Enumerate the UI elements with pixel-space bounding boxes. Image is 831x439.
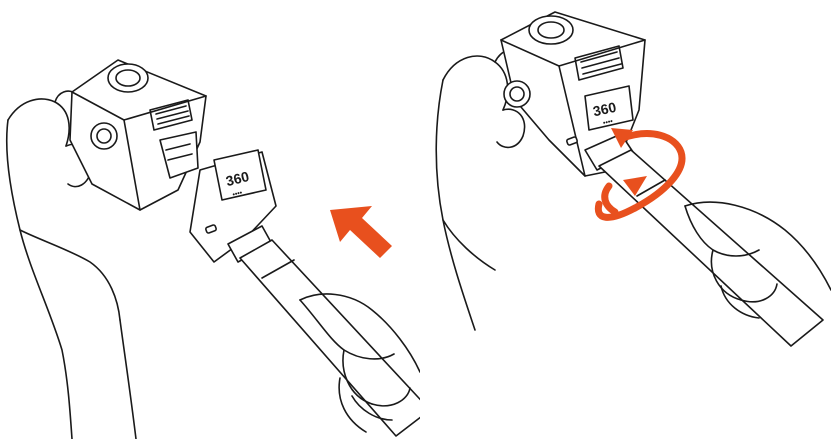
step-attach-panel: 360 •••• <box>0 0 420 439</box>
step-tighten-panel: 360 •••• <box>415 0 831 439</box>
grip-stick <box>585 134 823 346</box>
step-attach-illustration: 360 •••• <box>0 0 420 439</box>
camera-body <box>70 60 206 210</box>
step-tighten-illustration: 360 •••• <box>415 0 831 439</box>
arrow-up-left-icon <box>330 206 392 258</box>
grip-stick: 360 •••• <box>190 150 420 436</box>
